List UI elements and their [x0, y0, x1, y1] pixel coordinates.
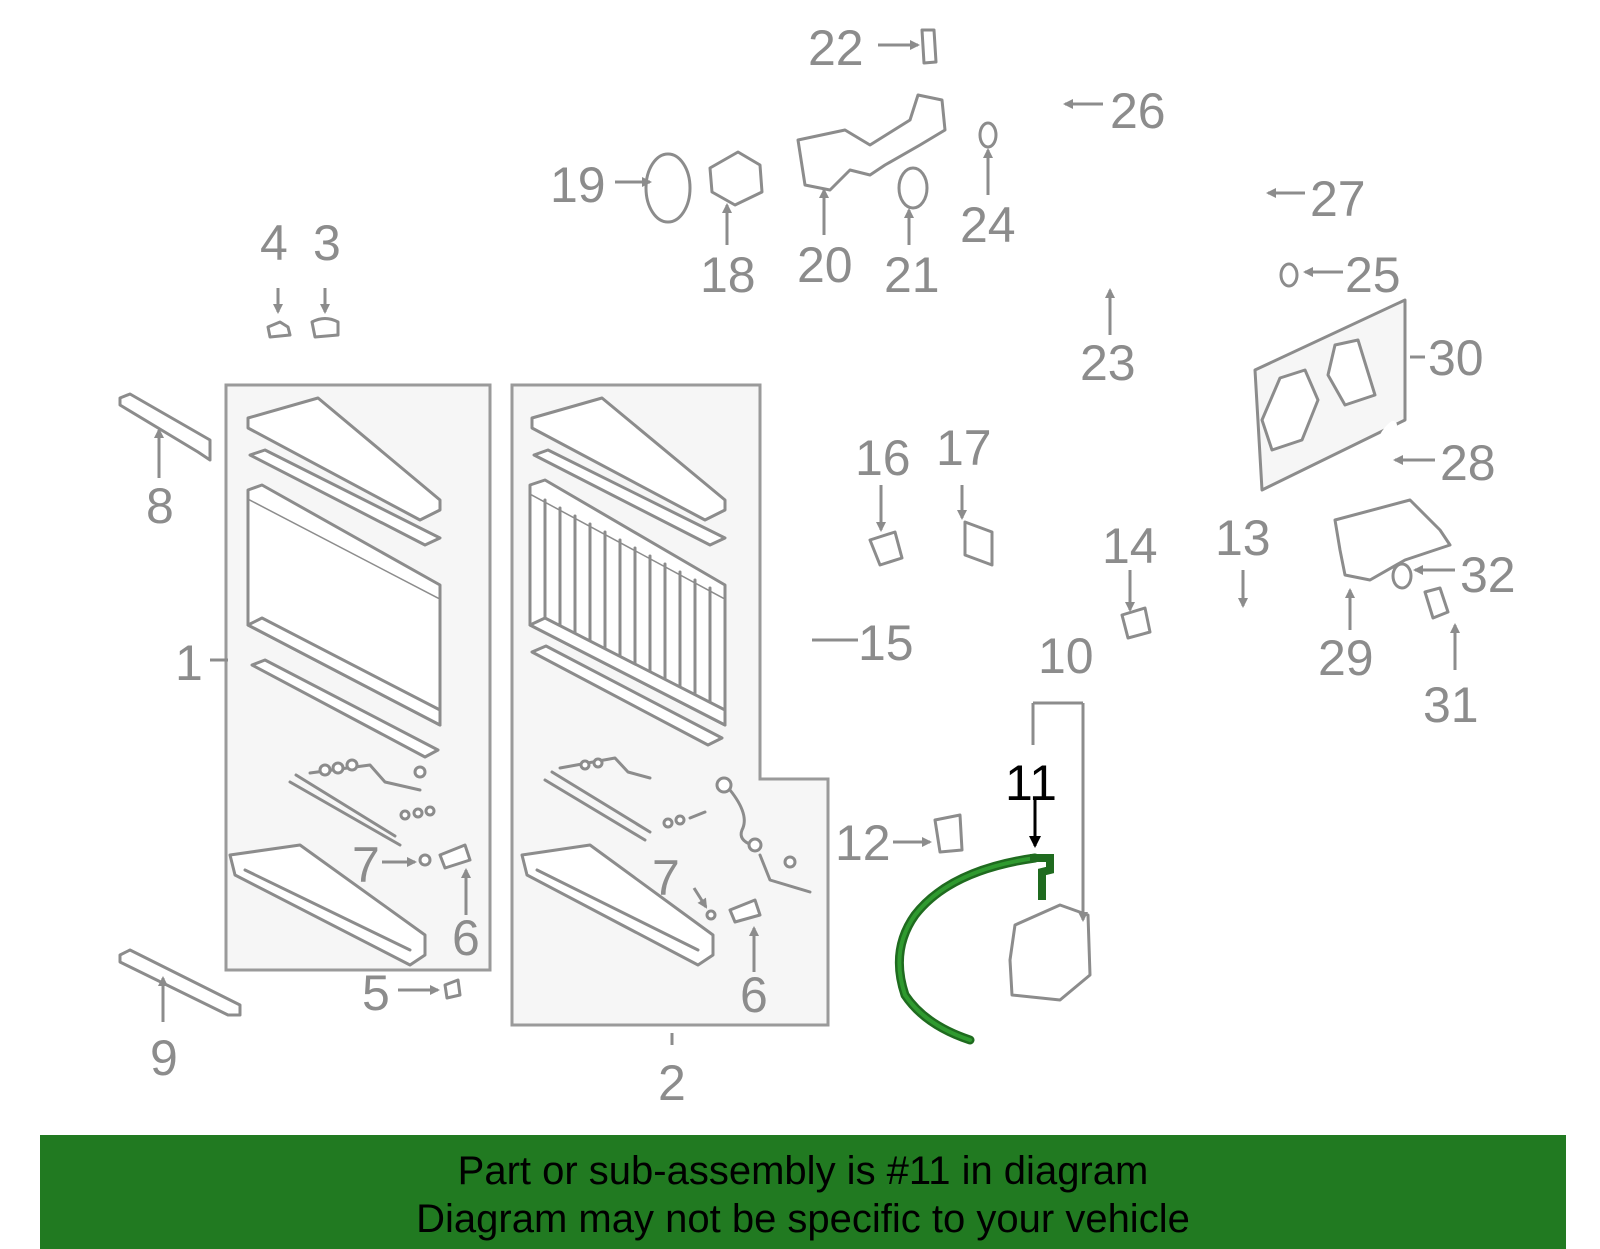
part-32-gasket	[1391, 562, 1413, 590]
callout-7a: 7	[352, 837, 380, 893]
radiator-assembly-1-group	[224, 383, 492, 972]
part-31-sensor	[1423, 586, 1450, 620]
callout-16: 16	[855, 430, 911, 486]
upper-hose-parts	[791, 520, 994, 777]
callout-13: 13	[1215, 510, 1271, 566]
callout-22: 22	[808, 20, 864, 76]
part-4-cap	[266, 320, 292, 339]
callout-11-highlighted: 11	[1005, 755, 1057, 811]
part-29-housing	[1333, 498, 1452, 582]
leader-lines	[154, 40, 1460, 1045]
callout-28: 28	[1440, 435, 1496, 491]
callout-21: 21	[884, 247, 940, 303]
radiator-loose-parts	[118, 317, 462, 1017]
callout-9: 9	[150, 1030, 178, 1086]
callout-8: 8	[146, 478, 174, 534]
callout-31: 31	[1423, 677, 1479, 733]
part-24-o-ring	[978, 121, 998, 149]
callout-23: 23	[1080, 335, 1136, 391]
callout-2: 2	[658, 1055, 686, 1111]
callout-26: 26	[1110, 83, 1166, 139]
upper-cooling-parts	[644, 28, 1407, 492]
callout-numbers: 4 3 8 1 7 6 9 5 2 7 6 15 16 17 12 10 11 …	[146, 20, 1516, 1111]
part-3-cap	[310, 317, 340, 339]
part-22-sensor	[920, 28, 938, 65]
info-banner: Part or sub-assembly is #11 in diagram D…	[40, 1135, 1566, 1249]
callout-17: 17	[936, 420, 992, 476]
part-9-support	[118, 948, 242, 1017]
part-12-bracket	[933, 813, 964, 854]
part-12-reservoir-tank	[1008, 903, 1092, 1002]
radiator-assembly-2-group	[510, 383, 830, 1027]
callout-1: 1	[175, 635, 203, 691]
callout-6b: 6	[740, 967, 768, 1023]
part-17-bracket	[963, 520, 994, 567]
callout-14: 14	[1102, 518, 1158, 574]
banner-line-2: Diagram may not be specific to your vehi…	[416, 1197, 1190, 1241]
callout-7b: 7	[652, 850, 680, 906]
callout-5: 5	[362, 965, 390, 1021]
radiator-assembly-1-parts	[228, 396, 472, 967]
callout-20: 20	[797, 237, 853, 293]
callout-6a: 6	[452, 910, 480, 966]
part-19-o-ring	[644, 152, 692, 224]
callout-30: 30	[1428, 330, 1484, 386]
callout-19: 19	[550, 157, 606, 213]
part-25-o-ring	[1279, 262, 1299, 288]
callout-25: 25	[1345, 247, 1401, 303]
lower-hose-parts	[1120, 498, 1452, 640]
part-18-thermostat	[708, 150, 764, 207]
callout-29: 29	[1318, 630, 1374, 686]
callout-18: 18	[700, 247, 756, 303]
callout-24: 24	[960, 197, 1016, 253]
banner-line-1: Part or sub-assembly is #11 in diagram	[457, 1149, 1149, 1193]
callout-4: 4	[260, 215, 288, 271]
part-14-clamp	[1120, 606, 1152, 640]
callout-3: 3	[313, 215, 341, 271]
part-5-mount	[443, 978, 462, 1000]
callout-27: 27	[1310, 171, 1366, 227]
callout-12: 12	[835, 815, 891, 871]
part-21-gasket	[897, 166, 929, 210]
callout-15: 15	[858, 615, 914, 671]
callout-10: 10	[1038, 628, 1094, 684]
part-8-support	[118, 392, 212, 462]
part-16-clamp	[868, 530, 904, 567]
radiator-assembly-2-parts	[520, 396, 812, 967]
part-20-housing	[796, 93, 947, 192]
reservoir-parts	[894, 813, 1092, 1045]
callout-32: 32	[1460, 547, 1516, 603]
